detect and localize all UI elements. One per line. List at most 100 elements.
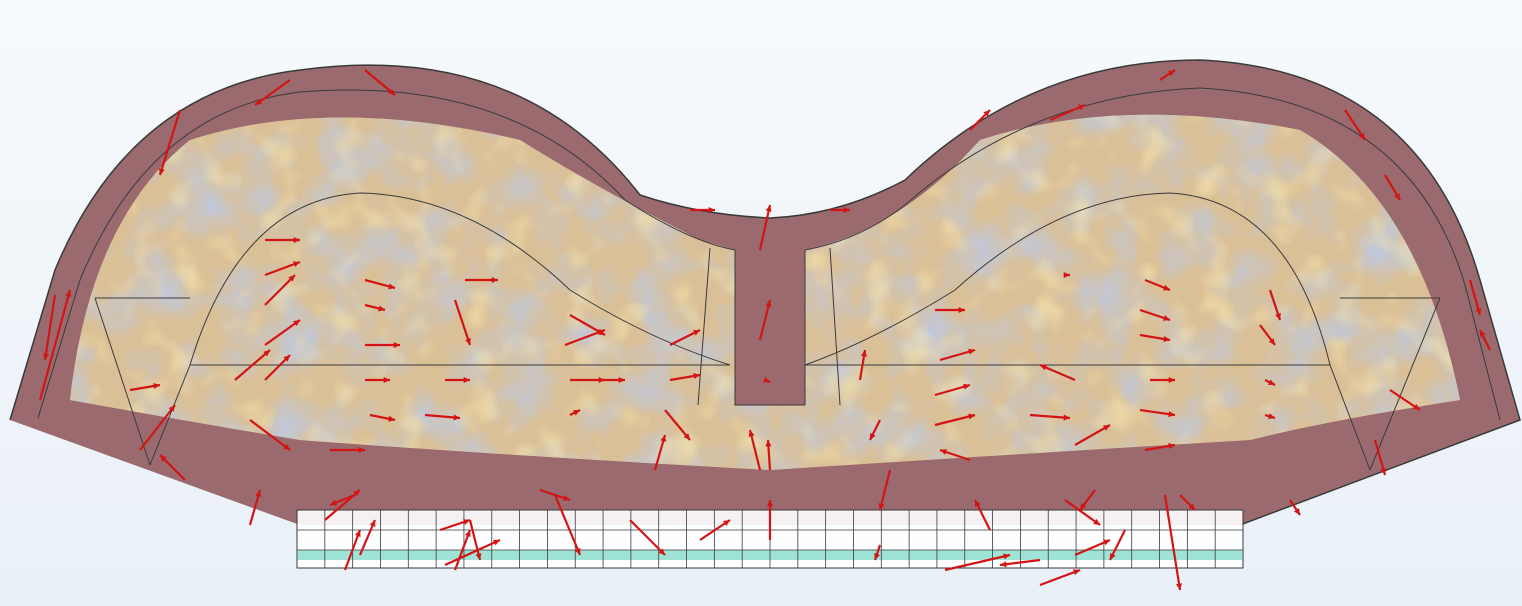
vector-arrowhead-icon [1063, 271, 1070, 279]
vector-arrow-icon [934, 413, 976, 427]
vector-arrowhead-icon [1103, 539, 1110, 546]
vector-arrowhead-icon [463, 519, 470, 525]
vector-arrow-icon [878, 469, 892, 511]
vector-arrowhead-icon [870, 433, 876, 440]
vector-arrowhead-icon [1163, 284, 1170, 291]
vector-arrowhead-icon [330, 499, 337, 506]
vector-arrowhead-icon [1078, 104, 1085, 111]
vector-arrowhead-icon [1110, 553, 1116, 560]
vector-arrowhead-icon [388, 415, 395, 422]
vector-arrowhead-icon [1168, 443, 1175, 450]
vector-arrowhead-icon [1073, 569, 1080, 576]
vector-arrow-icon [944, 553, 1011, 572]
vector-arrowhead-icon [1413, 403, 1420, 410]
vector-arrow-icon [364, 69, 396, 96]
vector-arrow-icon [553, 494, 582, 556]
vector-arrowhead-icon [874, 553, 880, 560]
vector-arrowhead-icon [693, 373, 700, 380]
vector-arrowhead-icon [1268, 413, 1275, 420]
vector-arrow-icon [254, 79, 291, 106]
vector-arrowhead-icon [765, 440, 772, 447]
vector-arrowhead-icon [283, 443, 290, 450]
vector-arrow-icon [1049, 103, 1086, 122]
vector-arrowhead-icon [708, 206, 715, 214]
vector-arrowhead-icon [1000, 561, 1007, 568]
vector-arrowhead-icon [766, 500, 774, 507]
vector-arrowhead-icon [598, 329, 605, 336]
vector-arrow-icon [468, 519, 482, 561]
vector-arrowhead-icon [843, 206, 850, 214]
vector-arrowhead-icon [353, 490, 360, 497]
vector-arrowhead-icon [283, 355, 290, 362]
vector-arrow-icon [758, 299, 772, 341]
vector-arrowhead-icon [968, 413, 975, 420]
vector-arrowhead-icon [723, 520, 730, 527]
vector-arrowhead-icon [1163, 335, 1170, 342]
vector-arrowhead-icon [968, 348, 975, 355]
vector-arrow-icon [264, 274, 296, 306]
vector-arrowhead-icon [958, 306, 965, 314]
vector-arrowhead-icon [463, 376, 470, 384]
vector-arrowhead-icon [683, 433, 690, 440]
vector-arrow-icon [264, 319, 301, 346]
mesh-lines [94, 192, 1441, 471]
vector-arrowhead-icon [573, 410, 580, 416]
vector-arrow-icon [1039, 568, 1081, 587]
vector-arrow-icon [43, 294, 57, 361]
vector-arrow-icon [1074, 424, 1111, 446]
vector-arrowhead-icon [153, 383, 160, 390]
vector-arrow-icon [664, 409, 691, 441]
vector-arrowhead-icon [42, 353, 49, 360]
vector-arrows [38, 69, 1491, 591]
vector-arrowhead-icon [1188, 503, 1195, 510]
vector-arrow-icon [38, 289, 72, 401]
vector-arrow-icon [343, 529, 362, 571]
vector-arrowhead-icon [748, 430, 755, 437]
domain-outline [9, 59, 1521, 526]
vector-arrow-icon [324, 489, 361, 521]
vector-arrowhead-icon [255, 490, 262, 497]
vector-arrow-icon [234, 349, 271, 381]
vector-arrowhead-icon [1475, 308, 1482, 315]
vector-arrowhead-icon [1103, 425, 1110, 431]
vector-arrowhead-icon [763, 376, 770, 383]
vector-arrowhead-icon [168, 405, 175, 412]
vector-arrow-icon [453, 529, 472, 571]
vector-arrow-icon [748, 429, 762, 471]
vector-arrowhead-icon [574, 548, 581, 555]
vector-arrowhead-icon [388, 283, 395, 290]
vector-arrowhead-icon [293, 320, 300, 327]
vector-arrowhead-icon [293, 236, 300, 244]
vector-arrowhead-icon [878, 503, 885, 510]
vector-arrowhead-icon [1168, 376, 1175, 384]
vector-arrow-icon [1074, 538, 1111, 557]
vector-arrowhead-icon [1003, 553, 1010, 560]
vector-arrowhead-icon [65, 290, 72, 297]
vector-arrowhead-icon [293, 261, 300, 268]
vector-arrowhead-icon [158, 168, 165, 175]
vector-arrowhead-icon [1080, 503, 1087, 510]
vector-arrowhead-icon [1163, 315, 1170, 321]
vector-arrow-icon [358, 519, 377, 556]
vector-arrowhead-icon [693, 330, 700, 336]
vector-arrowhead-icon [765, 205, 772, 212]
vector-arrow-icon [999, 558, 1041, 567]
vector-arrowhead-icon [1480, 330, 1486, 337]
vector-arrowhead-icon [358, 446, 365, 454]
vector-arrow-icon [453, 299, 472, 346]
vector-arrowhead-icon [1168, 70, 1175, 77]
vector-arrowhead-icon [369, 520, 376, 527]
vector-arrow-icon [758, 204, 772, 251]
vector-arrowhead-icon [1093, 518, 1100, 525]
vector-arrowhead-icon [1293, 508, 1300, 515]
vector-arrowhead-icon [975, 500, 981, 507]
vector-arrowhead-icon [658, 548, 665, 555]
vector-arrowhead-icon [378, 305, 385, 312]
vector-arrowhead-icon [1275, 313, 1281, 320]
vector-arrowhead-icon [660, 435, 667, 442]
vector-arrowhead-icon [263, 350, 270, 357]
vector-arrowhead-icon [963, 383, 970, 390]
vector-arrowhead-icon [1380, 468, 1387, 475]
